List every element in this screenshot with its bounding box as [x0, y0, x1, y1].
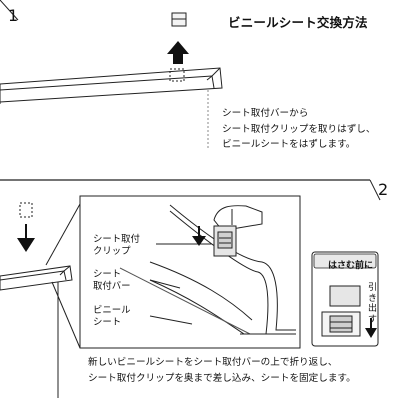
instruction-line: シート取付バーから: [222, 108, 309, 119]
label-line: シート: [93, 269, 122, 280]
inset-heading-bg: [313, 253, 377, 269]
pull-out-label: 引き出す: [367, 283, 377, 325]
label-sheet-clip: シート取付 クリップ: [93, 234, 140, 257]
instruction-line: シート取付クリップを奥まで差し込み、シートを固定します。: [88, 372, 356, 384]
step2-instructions: 新しいビニールシートをシート取付バーの上で折り返し、 シート取付クリップを奥まで…: [88, 355, 356, 386]
zoom-frame: [79, 195, 301, 349]
step2-bar: [0, 265, 73, 398]
leader-line: [149, 279, 181, 289]
step-number: 2: [378, 180, 389, 199]
instruction-line: 新しいビニールシートをシート取付バーの上で折り返し、: [88, 357, 338, 368]
clip-outline-dashed: [19, 202, 33, 218]
vinyl-sheet: [169, 204, 296, 331]
step-number: 1: [8, 6, 19, 25]
arrow-up-icon: [167, 41, 189, 64]
label-line: 取付バー: [93, 280, 131, 292]
label-line: シート取付: [93, 234, 140, 245]
label-line: ビニール: [93, 305, 131, 316]
inset-clip: [321, 285, 361, 337]
arrow-down-icon: [365, 318, 377, 338]
instruction-line: ビニールシートをはずします。: [222, 139, 356, 150]
clip-icon: [171, 12, 187, 27]
label-sheet-bar: シート 取付バー: [93, 269, 131, 292]
arrow-down-icon: [17, 224, 35, 252]
step1-instructions: シート取付バーから シート取付クリップを取りはずし、 ビニールシートをはずします…: [222, 106, 376, 153]
inset-heading: はさむ前に: [328, 261, 374, 271]
hand-icon: [213, 205, 263, 231]
step1-bar: [0, 67, 223, 150]
step1-frame-line: [0, 0, 19, 21]
label-line: シート: [93, 316, 122, 328]
callout-line: [45, 203, 81, 266]
clip-icon: [213, 225, 237, 257]
clip-outline-dashed: [169, 68, 185, 82]
arrow-down-icon: [192, 226, 206, 246]
label-vinyl-sheet: ビニール シート: [93, 305, 131, 328]
label-line: クリップ: [93, 245, 131, 257]
callout-line: [51, 281, 81, 349]
leader-line: [149, 315, 193, 325]
instruction-line: シート取付クリップを取りはずし、: [222, 123, 376, 135]
page-title: ビニールシート交換方法: [228, 15, 368, 30]
